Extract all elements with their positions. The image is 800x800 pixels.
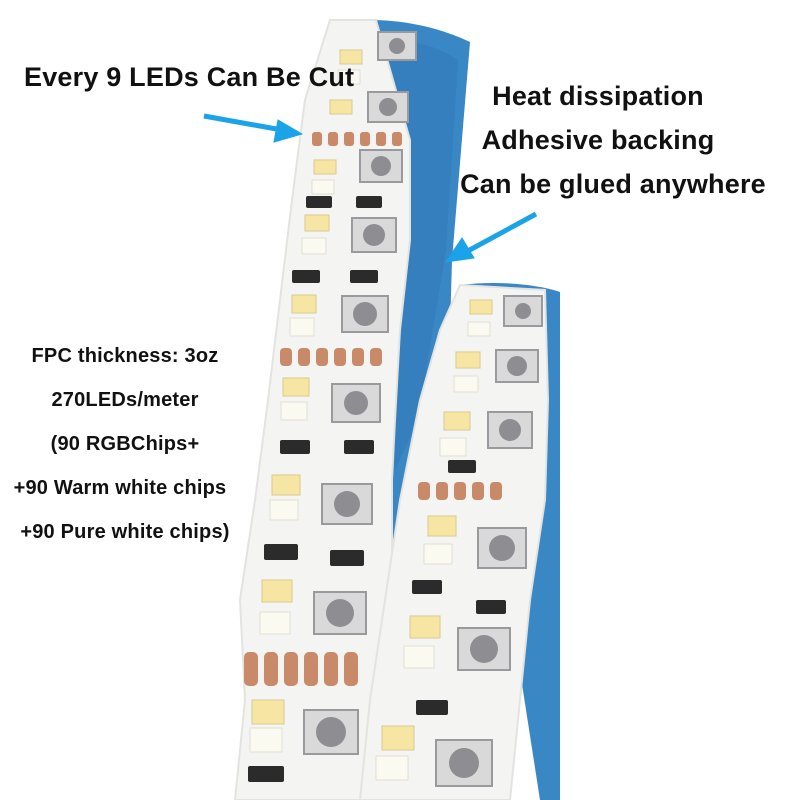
pure-white-leds-right xyxy=(375,321,491,781)
cut-line-pads-mid xyxy=(280,348,382,366)
backing-caption-line: Heat dissipation xyxy=(492,81,704,111)
spec-line: +90 Warm white chips xyxy=(13,477,227,499)
rgb-led-lenses-left xyxy=(316,38,405,747)
pure-white-leds-left xyxy=(249,69,361,753)
cut-caption: Every 9 LEDs Can Be Cut xyxy=(24,62,355,92)
spec-line: 270LEDs/meter xyxy=(51,389,199,411)
rgb-led-lenses-right xyxy=(449,303,531,778)
backing-caption-line: Adhesive backing xyxy=(481,125,715,155)
cut-line-pads-low xyxy=(244,652,358,686)
backing-caption-line: Can be glued anywhere xyxy=(460,169,766,199)
cut-line-pads-right xyxy=(418,482,502,500)
resistors-right xyxy=(412,460,506,715)
warm-white-leds-left xyxy=(251,49,363,725)
spec-line: FPC thickness: 3oz xyxy=(31,345,219,367)
spec-caption: FPC thickness: 3oz 270LEDs/meter (90 RGB… xyxy=(0,334,250,554)
arrow-to-cut-line-icon xyxy=(203,113,304,143)
spec-line: (90 RGBChips+ xyxy=(50,433,200,455)
spec-line: +90 Pure white chips) xyxy=(20,521,230,543)
arrow-to-backing-icon xyxy=(444,211,538,263)
backing-caption: Heat dissipation Adhesive backing Can be… xyxy=(440,74,800,206)
resistors-left xyxy=(248,196,382,782)
cut-line-pads-top xyxy=(312,132,402,146)
warm-white-leds-right xyxy=(381,299,493,751)
